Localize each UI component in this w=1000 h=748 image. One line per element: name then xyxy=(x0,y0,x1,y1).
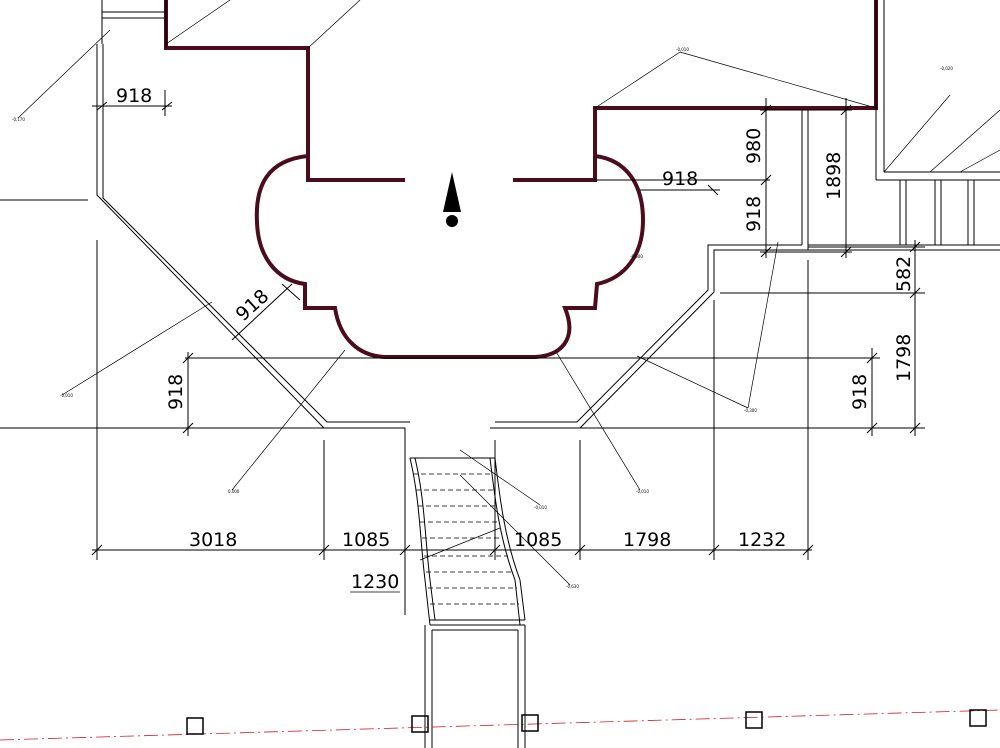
exterior-stair xyxy=(409,457,526,748)
level-mark: -0,010 xyxy=(636,489,649,494)
grid-axis-marker-icon xyxy=(745,711,763,729)
dim-left-918-diagonal: 918 xyxy=(232,285,274,326)
grid-axis-marker-icon xyxy=(521,714,539,732)
dim-bottom-1232: 1232 xyxy=(738,529,786,551)
grid-axis-marker-icon xyxy=(969,709,987,727)
level-mark: -0,010 xyxy=(534,505,547,510)
bottom-dimension-chain xyxy=(91,240,814,560)
dim-right-918-lower: 918 xyxy=(849,374,871,410)
dim-right-918-vertical: 918 xyxy=(743,196,765,232)
level-mark: -0,020 xyxy=(940,66,953,71)
grid-axis-marker-icon xyxy=(411,715,429,733)
dim-top-left-918: 918 xyxy=(116,85,152,107)
right-dimension-chain xyxy=(640,98,921,436)
reference-lines xyxy=(0,179,925,429)
level-mark: 0,000 xyxy=(228,489,240,494)
dim-right-1798: 1798 xyxy=(893,334,915,382)
dim-right-582: 582 xyxy=(893,256,915,292)
grid-axis-marker-icon xyxy=(186,717,204,735)
level-mark: -0,010 xyxy=(60,393,73,398)
dimension-labels: 918 918 980 918 1898 582 1798 918 918 91… xyxy=(116,85,915,593)
dim-bottom-3018: 3018 xyxy=(189,529,237,551)
level-mark: -0,300 xyxy=(744,408,757,413)
dim-bottom-1085-left: 1085 xyxy=(342,529,390,551)
dim-stair-1230: 1230 xyxy=(351,571,399,593)
right-upper-block xyxy=(875,0,1000,245)
level-mark: -0,010 xyxy=(676,47,689,52)
level-mark: -0,170 xyxy=(12,117,25,122)
leader-lines xyxy=(17,29,877,593)
dim-bottom-1085-right: 1085 xyxy=(514,529,562,551)
level-mark: -0,600 xyxy=(630,254,643,259)
level-mark-labels: -0,170 -0,010 -0,020 -0,010 -0,300 0,000… xyxy=(12,47,953,589)
dim-left-918-vertical: 918 xyxy=(165,374,187,410)
dim-right-980: 980 xyxy=(743,128,765,164)
level-mark: -0,630 xyxy=(566,584,579,589)
grid-axis xyxy=(0,709,1000,741)
dim-right-1898: 1898 xyxy=(823,152,845,200)
left-dimension-chain xyxy=(92,90,301,436)
building-walls xyxy=(164,0,878,359)
dim-bottom-1798: 1798 xyxy=(623,529,671,551)
dim-right-918-horizontal: 918 xyxy=(662,168,698,190)
upper-left-block xyxy=(101,0,361,49)
north-arrow-icon xyxy=(443,172,461,227)
